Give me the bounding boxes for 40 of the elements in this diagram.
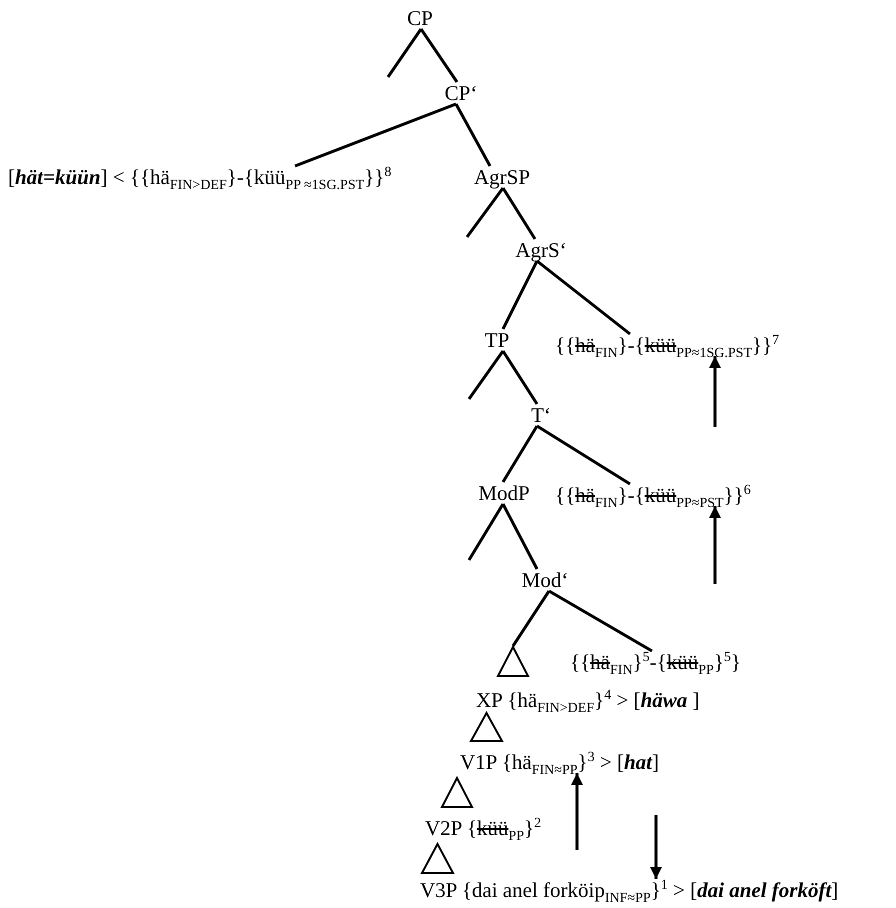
- tree-branch: [502, 260, 538, 330]
- tree-branch: [454, 103, 492, 167]
- movement-arrow: [709, 506, 721, 584]
- tree-branch: [548, 590, 653, 652]
- feature-annotation: {{hä$_{FIN}$}-{küü$_{PP≈1SG.PST}$}}$^{7}$: [555, 334, 780, 356]
- tree-branch: [502, 503, 538, 570]
- tree-branch: [420, 28, 458, 83]
- phrase-label: ModP: [478, 482, 530, 504]
- phrase-label: Mod‘: [522, 569, 568, 591]
- tree-branch: [536, 260, 631, 336]
- phrase-label: CP‘: [444, 82, 478, 104]
- tree-branch: [512, 590, 550, 647]
- feature-annotation: {{hä$_{FIN}$}-{küü$_{PP≈PST}$}}$^{6}$: [555, 484, 751, 506]
- triangle-symbol: [421, 843, 454, 874]
- feature-annotation: XP {hä$_{FIN>DEF}$}$^{4}$ > [häwa ]: [476, 689, 700, 711]
- triangle-symbol: [441, 777, 473, 808]
- movement-arrow: [709, 356, 721, 427]
- feature-annotation: V3P {dai anel forköip$_{INF≈PP}$}$^{1}$ > [dai anel forköft]: [420, 879, 838, 901]
- triangle-symbol: [470, 712, 503, 742]
- phrase-label: T‘: [531, 404, 551, 426]
- tree-branch: [502, 350, 538, 405]
- phrase-label: AgrSP: [474, 166, 530, 188]
- tree-branch: [502, 187, 536, 240]
- tree-branch: [536, 424, 631, 486]
- tree-branch: [502, 425, 538, 483]
- tree-branch: [386, 28, 422, 78]
- tree-branch: [294, 102, 457, 168]
- triangle-symbol: [497, 646, 529, 677]
- phrase-label: AgrS‘: [515, 239, 567, 261]
- movement-arrow: [650, 815, 662, 879]
- tree-branch: [466, 187, 504, 238]
- movement-arrow: [571, 773, 583, 850]
- feature-annotation: [hät=küün] < {{hä$_{FIN>DEF}$}-{küü$_{PP ≈1SG.PST}$}}$^{8}$: [8, 166, 392, 188]
- phrase-label: TP: [484, 329, 510, 351]
- feature-annotation: V2P {küü$_{PP}$}$^{2}$: [425, 817, 542, 839]
- tree-branch: [468, 350, 504, 400]
- feature-annotation: V1P {hä$_{FIN≈PP}$}$^{3}$ > [hat]: [460, 751, 659, 773]
- feature-annotation: {{hä$_{FIN}$}$^{5}$-{küü$_{PP}$}$^{5}$}: [570, 651, 741, 673]
- tree-branch: [468, 503, 504, 561]
- phrase-label: CP: [407, 7, 433, 29]
